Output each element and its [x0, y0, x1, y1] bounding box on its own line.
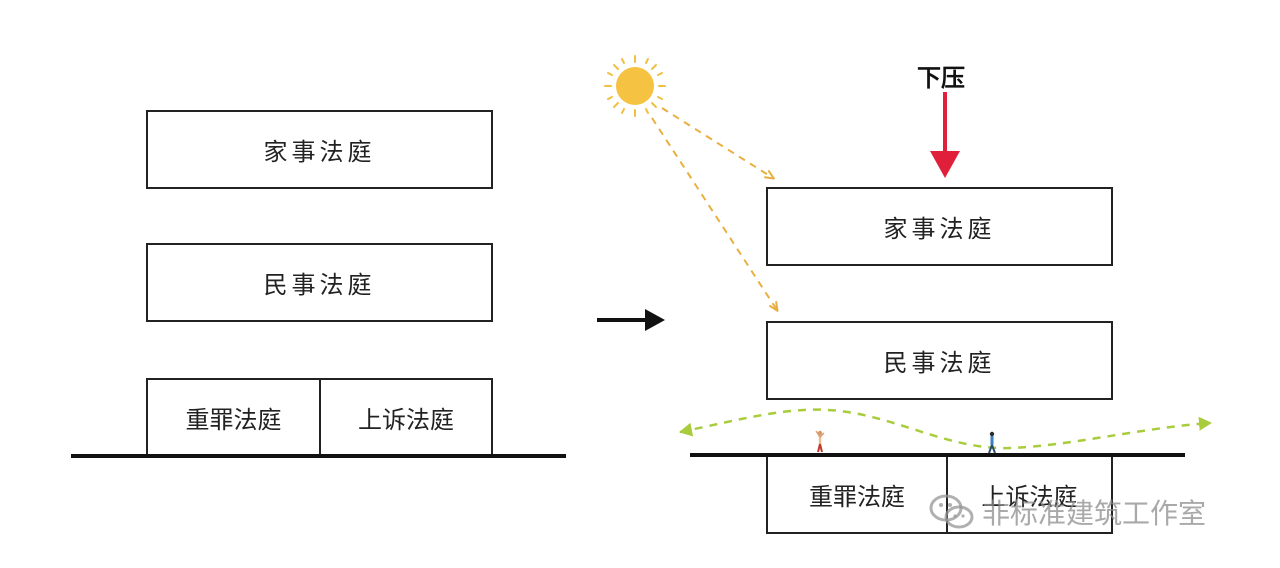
watermark-text: 非标准建筑工作室: [982, 497, 1207, 530]
person-icon: [815, 430, 825, 453]
right-box-appeals-court: 上诉法庭: [946, 455, 1113, 534]
left-box-appeals-court: 上诉法庭: [319, 378, 493, 456]
right-arrow-icon: [597, 309, 665, 331]
light-path-lower: [651, 117, 777, 310]
sun-icon: [604, 55, 666, 117]
down-arrow-icon: [930, 92, 960, 178]
person-icon: [988, 431, 996, 454]
right-box-felony-court-label: 重罪法庭: [809, 483, 905, 511]
right-box-civil-court: 民事法庭: [766, 321, 1113, 400]
right-box-civil-court-label: 民事法庭: [883, 349, 996, 377]
pressure-label: 下压: [917, 64, 965, 92]
left-box-appeals-court-label: 上诉法庭: [358, 405, 454, 434]
left-box-civil-court-label: 民事法庭: [263, 271, 376, 299]
left-box-felony-court: 重罪法庭: [146, 378, 321, 456]
right-box-family-court-label: 家事法庭: [883, 215, 996, 243]
left-box-family-court-label: 家事法庭: [263, 138, 376, 166]
right-box-appeals-court-label: 上诉法庭: [981, 483, 1078, 511]
light-path-upper: [661, 107, 773, 178]
wechat-icon: [929, 494, 974, 529]
left-box-civil-court: 民事法庭: [146, 243, 493, 322]
left-ground-line: [71, 454, 566, 458]
left-box-family-court: 家事法庭: [146, 110, 493, 189]
left-box-felony-court-label: 重罪法庭: [185, 405, 282, 434]
watermark: 非标准建筑工作室: [928, 492, 1206, 532]
right-box-felony-court: 重罪法庭: [766, 455, 948, 534]
walk-path: [679, 408, 1212, 450]
right-ground-line: [690, 453, 1185, 457]
right-box-family-court: 家事法庭: [766, 187, 1113, 266]
